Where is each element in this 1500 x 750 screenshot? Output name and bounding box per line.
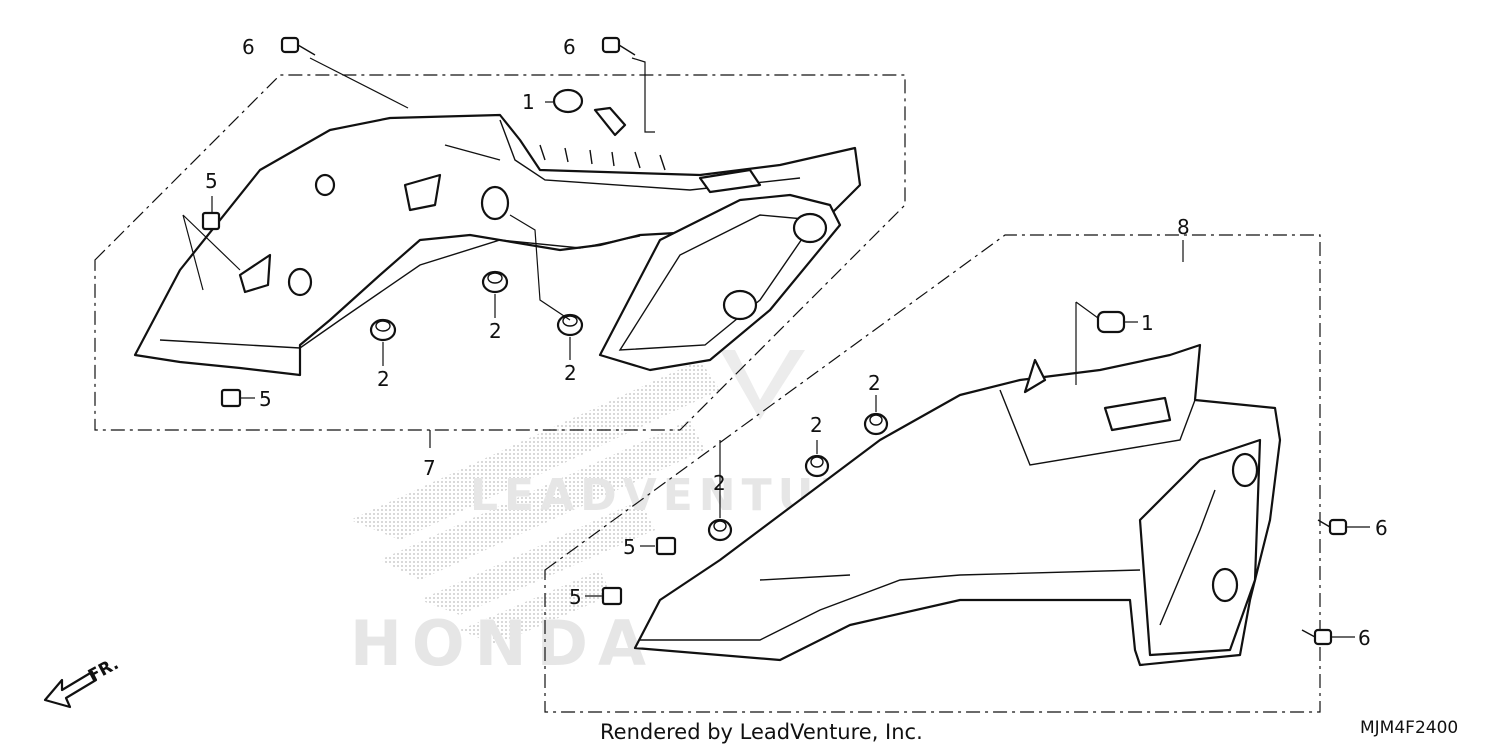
- front-direction-arrow-icon: [43, 670, 98, 709]
- clip-5-c: [655, 536, 677, 556]
- grommet-2-f: [863, 412, 889, 436]
- grommet-2-a: [369, 318, 397, 342]
- grommet-2-b: [481, 270, 509, 294]
- honda-wing-watermark: [350, 360, 720, 645]
- clip-5-b: [220, 388, 242, 408]
- leadventure-logo-watermark: [720, 350, 805, 420]
- clip-1-left: [552, 88, 584, 114]
- callout-8: 8: [1177, 215, 1190, 239]
- callout-5-c: 5: [623, 535, 636, 559]
- render-credit: Rendered by LeadVenture, Inc.: [600, 720, 923, 744]
- callout-2-a: 2: [377, 367, 390, 391]
- callout-6-top-left: 6: [242, 35, 255, 59]
- group-boundary-7: [94, 74, 906, 431]
- grommet-2-d: [707, 518, 733, 542]
- side-cover-right: [633, 343, 1282, 667]
- screw-6-right-upper: [1317, 518, 1348, 536]
- clip-1-right: [1096, 310, 1126, 334]
- screw-6-right-lower: [1301, 628, 1333, 646]
- callout-5-b: 5: [259, 387, 272, 411]
- callout-6-top-right: 6: [563, 35, 576, 59]
- callout-1-left: 1: [522, 90, 535, 114]
- callout-2-b: 2: [489, 319, 502, 343]
- diagram-code: MJM4F2400: [1360, 718, 1459, 738]
- callout-2-f: 2: [713, 471, 726, 495]
- grommet-2-e: [804, 454, 830, 478]
- leader-lines: [182, 57, 1370, 638]
- screw-6-top-left: [280, 36, 316, 56]
- callout-1-right: 1: [1141, 311, 1154, 335]
- callout-2-c: 2: [564, 361, 577, 385]
- screw-6-top-right: [601, 36, 636, 56]
- callout-2-e: 2: [810, 413, 823, 437]
- callout-7: 7: [423, 456, 436, 480]
- callout-6-right-upper: 6: [1375, 516, 1388, 540]
- grommet-2-c: [556, 313, 584, 337]
- side-cover-left: [133, 106, 862, 377]
- clip-5-d: [601, 586, 623, 606]
- clip-5-a: [201, 211, 221, 231]
- watermark-maker-text: HONDA: [350, 607, 656, 680]
- callout-5-d: 5: [569, 585, 582, 609]
- callout-5-a: 5: [205, 169, 218, 193]
- callout-2-d: 2: [868, 371, 881, 395]
- callout-6-right-lower: 6: [1358, 626, 1371, 650]
